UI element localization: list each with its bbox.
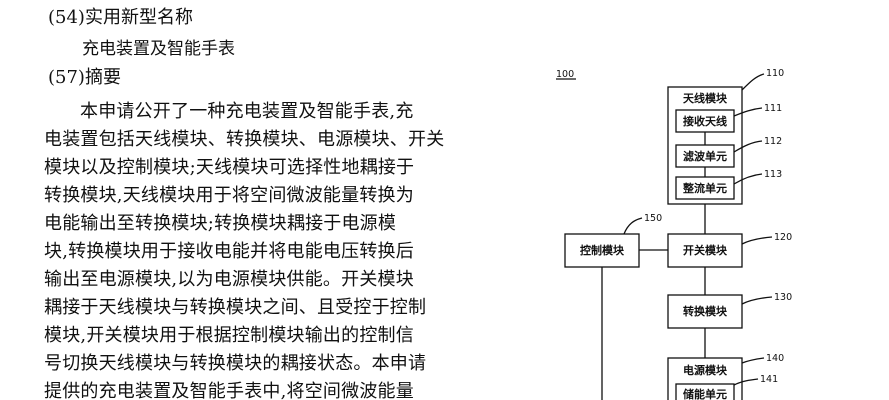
abstract-line: 提供的充电装置及智能手表中,将空间微波能量 xyxy=(44,381,414,400)
ref-112: 112 xyxy=(764,136,782,147)
ref-141: 141 xyxy=(760,374,778,385)
ref-111: 111 xyxy=(764,103,782,114)
antenna-module-label: 天线模块 xyxy=(683,91,728,105)
leader-line xyxy=(733,378,759,386)
abstract-line: 电能输出至转换模块;转换模块耦接于电源模 xyxy=(44,213,397,234)
switch-module-label: 开关模块 xyxy=(683,243,728,257)
abstract-line: 耦接于天线模块与转换模块之间、且受控于控制 xyxy=(44,297,427,318)
abstract-line: 转换模块,天线模块用于将空间微波能量转换为 xyxy=(44,185,414,206)
leader-line xyxy=(733,107,763,117)
leader-line xyxy=(623,217,643,235)
abstract-line: 块,转换模块用于接收电能并将电能电压转换后 xyxy=(44,241,414,262)
section-57-heading: (57)摘要 xyxy=(48,67,121,88)
ref-150: 150 xyxy=(644,213,662,224)
figure-ref-label: 100 xyxy=(556,69,574,80)
abstract-text: 本申请公开了一种充电装置及智能手表,充 电装置包括天线模块、转换模块、电源模块、… xyxy=(44,98,444,400)
convert-module-label: 转换模块 xyxy=(683,304,728,318)
ref-120: 120 xyxy=(774,232,792,243)
leader-line xyxy=(741,73,765,91)
block-diagram: 100 110 111 112 113 150 120 130 140 141 … xyxy=(556,68,792,400)
leader-line xyxy=(741,357,765,364)
abstract-line: 本申请公开了一种充电装置及智能手表,充 xyxy=(80,101,414,122)
ref-130: 130 xyxy=(774,292,792,303)
section-54-heading: (54)实用新型名称 xyxy=(48,7,193,28)
abstract-line: 电装置包括天线模块、转换模块、电源模块、开关 xyxy=(44,129,444,150)
utility-model-title: 充电装置及智能手表 xyxy=(82,39,235,59)
filter-unit-label: 滤波单元 xyxy=(683,149,727,163)
leader-line xyxy=(733,173,763,185)
abstract-line: 模块以及控制模块;天线模块可选择性地耦接于 xyxy=(44,157,415,178)
storage-unit-box xyxy=(675,383,735,400)
receive-antenna-label: 接收天线 xyxy=(683,114,727,128)
abstract-line: 模块,开关模块用于根据控制模块输出的控制信 xyxy=(44,325,414,346)
leader-line xyxy=(741,296,773,305)
control-module-label: 控制模块 xyxy=(580,243,625,257)
power-module-label: 电源模块 xyxy=(683,363,728,377)
abstract-line: 号切换天线模块与转换模块的耦接状态。本申请 xyxy=(44,353,427,374)
leader-line xyxy=(741,236,773,245)
leader-line xyxy=(733,140,763,153)
ref-113: 113 xyxy=(764,169,782,180)
abstract-line: 输出至电源模块,以为电源模块供能。开关模块 xyxy=(44,269,414,290)
storage-unit-label: 储能单元 xyxy=(683,387,727,400)
ref-110: 110 xyxy=(766,68,784,79)
rectifier-unit-label: 整流单元 xyxy=(682,181,727,195)
ref-140: 140 xyxy=(766,353,784,364)
